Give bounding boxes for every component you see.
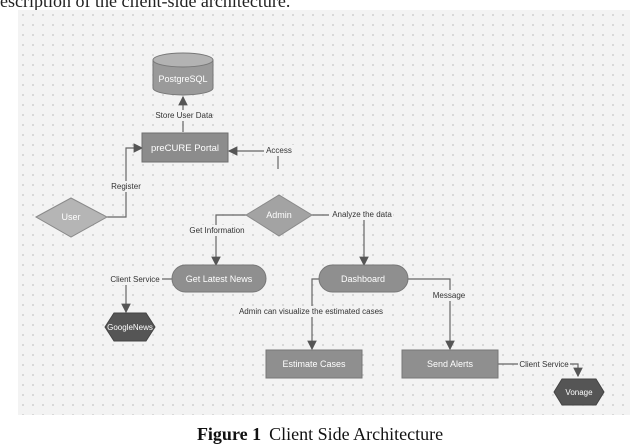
dashboard-label: Dashboard: [341, 274, 385, 284]
postgres-database-node: PostgreSQL: [152, 52, 214, 96]
dashboard-node: Dashboard: [318, 264, 409, 293]
estimate-cases-node: Estimate Cases: [265, 349, 363, 379]
user-label: User: [61, 212, 80, 222]
edge-message: [408, 278, 455, 351]
label-admin-visualize: Admin can visualize the estimated cases: [239, 307, 383, 316]
googlenews-label: GoogleNews: [107, 323, 153, 332]
admin-node: Admin: [245, 194, 313, 237]
news-label: Get Latest News: [186, 274, 253, 284]
figure-title: Client Side Architecture: [269, 424, 444, 444]
send-alerts-node: Send Alerts: [401, 349, 499, 379]
label-client-service-news: Client Service: [110, 275, 160, 284]
estimate-label: Estimate Cases: [282, 359, 346, 369]
figure-caption: Figure 1 Client Side Architecture: [0, 424, 640, 445]
portal-label: preCURE Portal: [151, 143, 219, 154]
edge-get-information: [211, 214, 246, 267]
postgres-label: PostgreSQL: [158, 74, 207, 84]
preceding-text-line: escription of the client-side architectu…: [0, 0, 291, 11]
edge-labels: Store User Data Access Register Get Info…: [108, 110, 570, 370]
admin-label: Admin: [266, 210, 292, 220]
alerts-label: Send Alerts: [427, 359, 474, 369]
label-get-information: Get Information: [189, 226, 244, 235]
label-register: Register: [111, 182, 141, 191]
figure-number: Figure 1: [196, 424, 262, 444]
googlenews-node: GoogleNews: [104, 312, 156, 342]
label-message: Message: [433, 291, 466, 300]
edge-admin-visualize: [307, 278, 320, 351]
diagram-canvas: [18, 10, 630, 415]
vonage-label: Vonage: [565, 388, 593, 397]
label-access: Access: [266, 146, 292, 155]
precure-portal-node: preCURE Portal: [141, 132, 229, 163]
edge-analyze-data: [312, 214, 369, 267]
user-node: User: [34, 197, 109, 238]
label-analyze-data: Analyze the data: [332, 210, 392, 219]
get-latest-news-node: Get Latest News: [171, 264, 267, 293]
vonage-node: Vonage: [553, 378, 605, 406]
label-store-user-data: Store User Data: [155, 111, 213, 120]
label-client-service-vonage: Client Service: [519, 360, 569, 369]
edges: [107, 95, 583, 378]
